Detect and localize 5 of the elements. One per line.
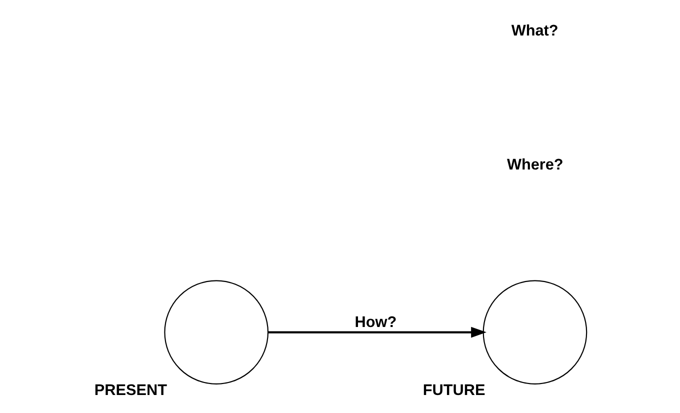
label: Where?	[506, 156, 563, 174]
node-label: PRESENT	[94, 382, 167, 400]
node-label: FUTURE	[422, 382, 485, 400]
edge-label: How?	[354, 314, 396, 332]
label: What?	[510, 22, 558, 40]
